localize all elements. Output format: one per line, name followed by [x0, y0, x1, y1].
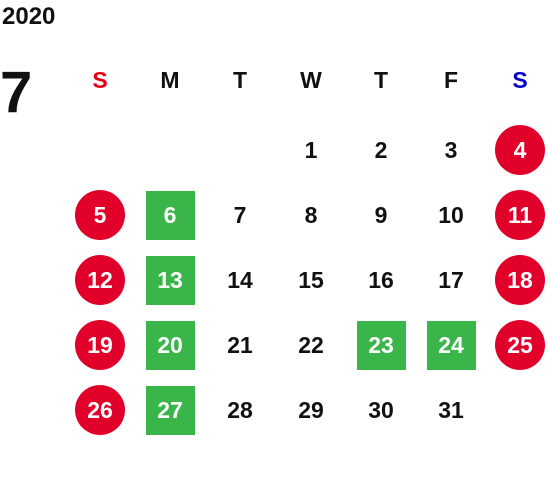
calendar-day-15[interactable]: 15: [298, 266, 324, 293]
calendar-day-18[interactable]: 18: [495, 255, 545, 305]
weekday-header-2: T: [232, 66, 248, 93]
calendar-day-10[interactable]: 10: [438, 201, 464, 228]
weekday-header-3: W: [300, 66, 322, 93]
weekday-header-1: M: [160, 66, 180, 93]
calendar-day-26[interactable]: 26: [75, 385, 125, 435]
calendar-day-12[interactable]: 12: [75, 255, 125, 305]
calendar-day-25[interactable]: 25: [495, 320, 545, 370]
weekday-header-4: T: [373, 66, 389, 93]
calendar-day-27[interactable]: 27: [145, 385, 195, 435]
calendar-day-9[interactable]: 9: [374, 201, 388, 228]
calendar-day-31[interactable]: 31: [438, 396, 464, 423]
calendar-day-22[interactable]: 22: [298, 331, 324, 358]
calendar-day-29[interactable]: 29: [298, 396, 324, 423]
calendar-month: 7: [0, 60, 33, 125]
calendar-day-3[interactable]: 3: [444, 136, 458, 163]
calendar-day-5[interactable]: 5: [75, 190, 125, 240]
calendar-day-16[interactable]: 16: [368, 266, 394, 293]
calendar-day-21[interactable]: 21: [227, 331, 253, 358]
calendar-day-17[interactable]: 17: [438, 266, 464, 293]
calendar-day-2[interactable]: 2: [374, 136, 388, 163]
calendar-day-7[interactable]: 7: [233, 201, 247, 228]
calendar-day-20[interactable]: 20: [145, 320, 195, 370]
calendar-day-30[interactable]: 30: [368, 396, 394, 423]
weekday-header-5: F: [443, 66, 459, 93]
calendar-day-1[interactable]: 1: [304, 136, 318, 163]
calendar-day-4[interactable]: 4: [495, 125, 545, 175]
calendar-day-11[interactable]: 11: [495, 190, 545, 240]
calendar-day-19[interactable]: 19: [75, 320, 125, 370]
calendar-day-6[interactable]: 6: [145, 190, 195, 240]
weekday-header-6: S: [512, 66, 528, 93]
weekday-header-0: S: [92, 66, 108, 93]
calendar-day-23[interactable]: 23: [356, 320, 406, 370]
calendar-day-8[interactable]: 8: [304, 201, 318, 228]
calendar-day-24[interactable]: 24: [426, 320, 476, 370]
calendar-year: 2020: [2, 3, 56, 30]
calendar-day-28[interactable]: 28: [227, 396, 253, 423]
calendar-day-13[interactable]: 13: [145, 255, 195, 305]
calendar-day-14[interactable]: 14: [227, 266, 253, 293]
